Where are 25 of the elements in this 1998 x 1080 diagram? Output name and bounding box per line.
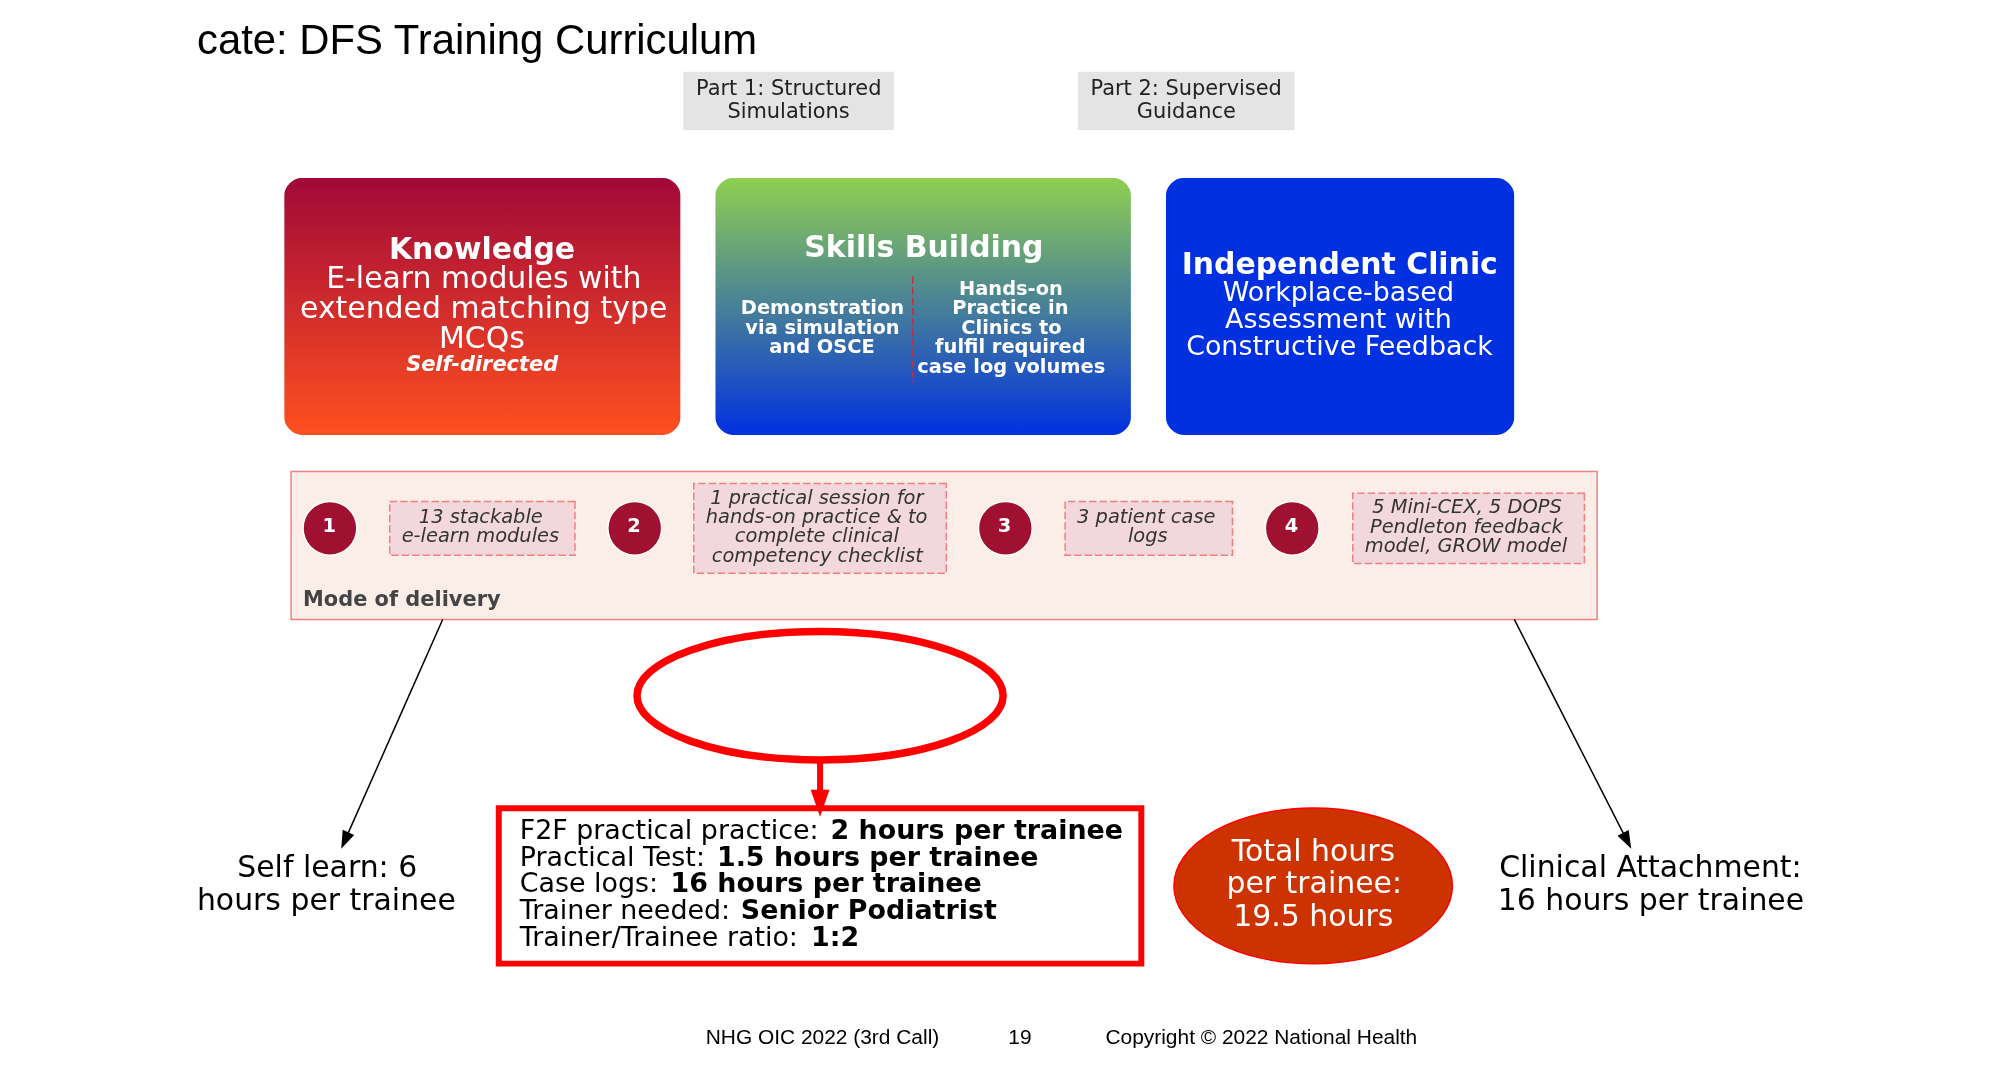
node-text: Self learn: 6 hours per trainee <box>196 848 456 917</box>
node-circle: 1 <box>302 500 358 556</box>
node-box: Skills Building Demonstration via simulation and OSCE Hands-on Practice in Clinics to fulfil required case log volumes <box>713 176 1133 437</box>
arrow <box>341 618 444 849</box>
label: NHG OIC 2022 (3rd Call) <box>705 1025 940 1049</box>
node-circle: 2 <box>607 500 663 556</box>
node-box: Independent Clinic Workplace-based Assessment with Constructive Feedback <box>1164 176 1516 437</box>
node-box: 3 patient case logs <box>1064 500 1234 556</box>
node-box: Knowledge E-learn modules with extended matching type MCQs Self-directed <box>282 176 682 437</box>
arrow <box>810 760 830 817</box>
label: 19 <box>1008 1025 1032 1049</box>
node-box: 5 Mini-CEX, 5 DOPS Pendleton feedback model, GROW model <box>1352 492 1586 565</box>
node-box: 13 stackable e-learn modules <box>388 500 576 556</box>
label: Copyright © 2022 National Health <box>1105 1025 1418 1049</box>
node-ellipse: Total hours per trainee: 19.5 hours <box>1173 807 1454 965</box>
node-circle <box>633 627 1007 764</box>
node-circle: 4 <box>1264 500 1320 556</box>
node-box: F2F practical practice: 2 hours per trainee Practical Test: 1.5 hours per trainee Case logs: 16 hours per trainee Trainer needed: Senior Podiatrist Trainer/Trainee ratio: 1:2 <box>495 805 1145 967</box>
diagram-title: cate: DFS Training Curriculum <box>197 15 758 63</box>
node-box: Part 2: Supervised Guidance <box>1077 71 1295 131</box>
arrow <box>1513 618 1632 849</box>
node-box: Part 1: Structured Simulations <box>683 71 895 131</box>
node-box: 1 practical session for hands-on practice & to complete clinical competency checklist <box>693 482 948 574</box>
node-circle: 3 <box>977 500 1033 556</box>
node-text: Clinical Attachment: 16 hours per trainee <box>1497 848 1805 917</box>
